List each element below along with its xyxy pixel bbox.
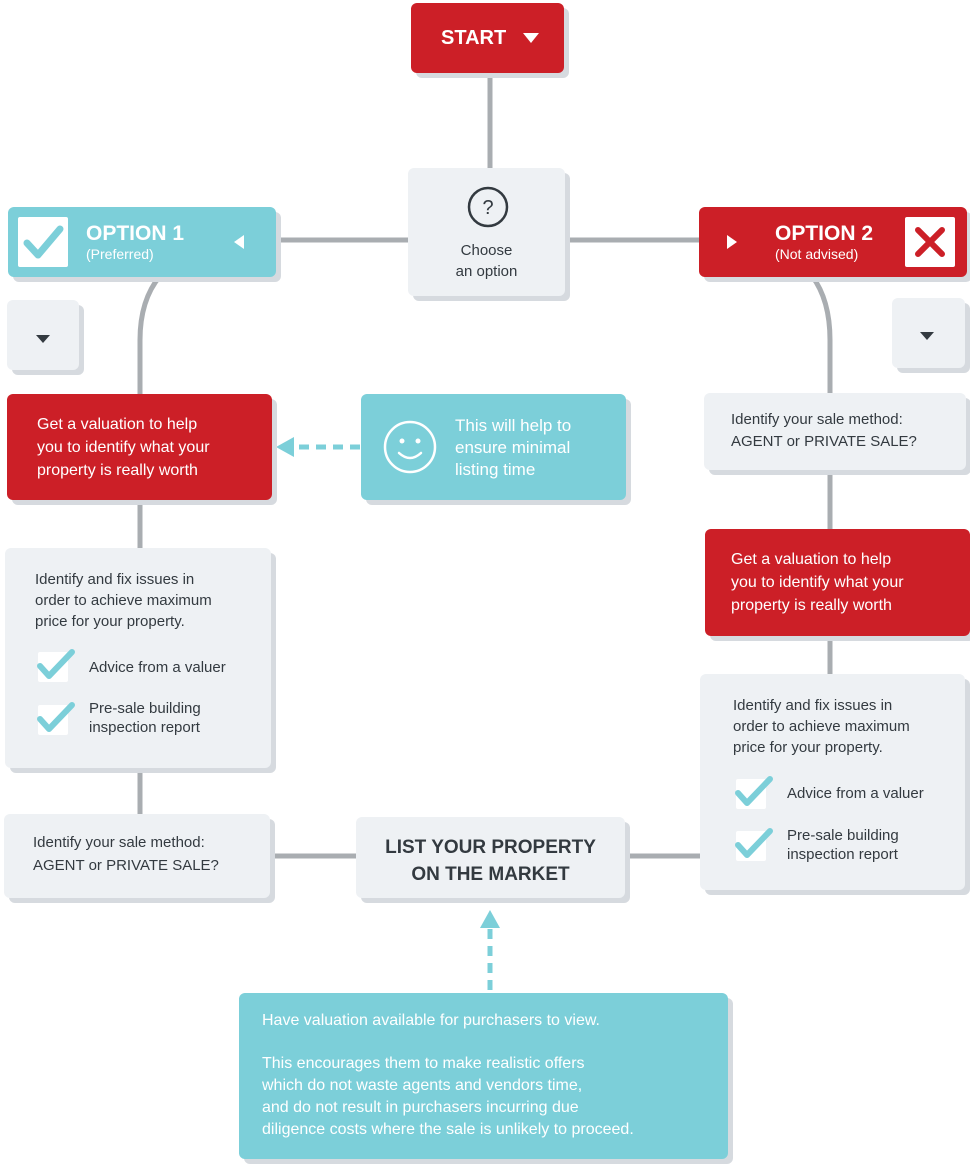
list-line2: ON THE MARKET <box>411 864 570 885</box>
list-line1: LIST YOUR PROPERTY <box>385 837 596 858</box>
left-valuation-box: Get a valuation to help you to identify … <box>7 394 272 500</box>
left-dropdown-toggle[interactable] <box>7 300 79 370</box>
chevron-down-icon <box>920 332 934 340</box>
option1-check-box <box>18 217 68 267</box>
connector-option1-valuation <box>137 274 162 396</box>
left-fix-line1: Identify and fix issues in <box>35 571 195 588</box>
choose-option-node: ? Choose an option <box>408 168 565 296</box>
left-valuation-line3: property is really worth <box>37 462 198 479</box>
svg-text:?: ? <box>482 197 493 219</box>
smiley-note-line3: listing time <box>455 460 536 479</box>
right-fix-item2a: Pre-sale building <box>787 827 899 844</box>
question-circle-icon: ? <box>467 186 509 228</box>
right-fix-line3: price for your property. <box>733 739 883 756</box>
option2-x-box <box>905 217 955 267</box>
right-valuation-box: Get a valuation to help you to identify … <box>705 529 970 636</box>
option2-subtitle: (Not advised) <box>775 246 859 262</box>
smiley-icon <box>383 420 437 474</box>
caret-down-icon <box>523 33 539 43</box>
left-fix-line3: price for your property. <box>35 613 185 630</box>
check-icon <box>735 776 773 806</box>
check-icon <box>735 828 773 858</box>
chevron-down-icon <box>36 335 50 343</box>
right-valuation-line3: property is really worth <box>731 597 892 614</box>
choose-line2: an option <box>455 263 518 280</box>
right-valuation-line1: Get a valuation to help <box>731 551 892 568</box>
bottom-note-line1: Have valuation available for purchasers … <box>262 1012 600 1029</box>
left-fix-item2b: inspection report <box>89 719 200 736</box>
right-method-line2: AGENT or PRIVATE SALE? <box>731 433 917 450</box>
arrowhead-left <box>276 437 294 457</box>
bottom-note-line2: This encourages them to make realistic o… <box>262 1055 585 1072</box>
left-item2-checkbox <box>37 702 75 735</box>
right-method-line1: Identify your sale method: <box>731 411 903 428</box>
start-label: START <box>441 27 507 49</box>
check-icon <box>37 649 75 679</box>
right-item2-checkbox <box>735 828 773 861</box>
bottom-note-line5: diligence costs where the sale is unlike… <box>262 1121 634 1138</box>
right-fix-line1: Identify and fix issues in <box>733 697 893 714</box>
left-valuation-line2: you to identify what your <box>37 439 210 456</box>
arrowhead-up <box>480 910 500 928</box>
smiley-note-line2: ensure minimal <box>455 438 571 457</box>
start-button[interactable]: START <box>411 3 564 73</box>
option1-header[interactable]: OPTION 1 (Preferred) <box>8 207 276 277</box>
right-valuation-line2: you to identify what your <box>731 574 904 591</box>
right-dropdown-toggle[interactable] <box>892 298 965 368</box>
check-icon <box>37 702 75 732</box>
left-sale-method-box: Identify your sale method: AGENT or PRIV… <box>4 814 270 898</box>
caret-left-icon <box>234 235 244 249</box>
option2-header[interactable]: OPTION 2 (Not advised) <box>699 207 967 277</box>
left-fix-item1: Advice from a valuer <box>89 659 226 676</box>
left-method-line1: Identify your sale method: <box>33 834 205 851</box>
option1-subtitle: (Preferred) <box>86 246 154 262</box>
left-fix-line2: order to achieve maximum <box>35 592 212 609</box>
list-property-node: LIST YOUR PROPERTY ON THE MARKET <box>356 817 625 898</box>
choose-line1: Choose <box>460 242 513 259</box>
option2-title: OPTION 2 <box>775 222 874 245</box>
right-fix-item2b: inspection report <box>787 846 898 863</box>
left-valuation-line1: Get a valuation to help <box>37 416 198 433</box>
option1-title: OPTION 1 <box>86 222 185 245</box>
bottom-note-line3: which do not waste agents and vendors ti… <box>262 1077 583 1094</box>
smiley-note: This will help to ensure minimal listing… <box>361 394 626 500</box>
right-sale-method-box: Identify your sale method: AGENT or PRIV… <box>704 393 966 470</box>
check-icon <box>23 225 64 259</box>
bottom-note-line4: and do not result in purchasers incurrin… <box>262 1099 579 1116</box>
right-item1-checkbox <box>735 776 773 809</box>
connector-option2-method <box>809 274 833 393</box>
caret-right-icon <box>727 235 737 249</box>
right-fix-line2: order to achieve maximum <box>733 718 910 735</box>
left-item1-checkbox <box>37 649 75 682</box>
left-fix-item2a: Pre-sale building <box>89 700 201 717</box>
right-fix-issues-box: Identify and fix issues in order to achi… <box>700 674 965 890</box>
left-fix-issues-box: Identify and fix issues in order to achi… <box>5 548 271 768</box>
x-icon <box>915 227 945 257</box>
smiley-note-line1: This will help to <box>455 416 572 435</box>
bottom-note: Have valuation available for purchasers … <box>239 993 728 1159</box>
left-method-line2: AGENT or PRIVATE SALE? <box>33 857 219 874</box>
right-fix-item1: Advice from a valuer <box>787 785 924 802</box>
